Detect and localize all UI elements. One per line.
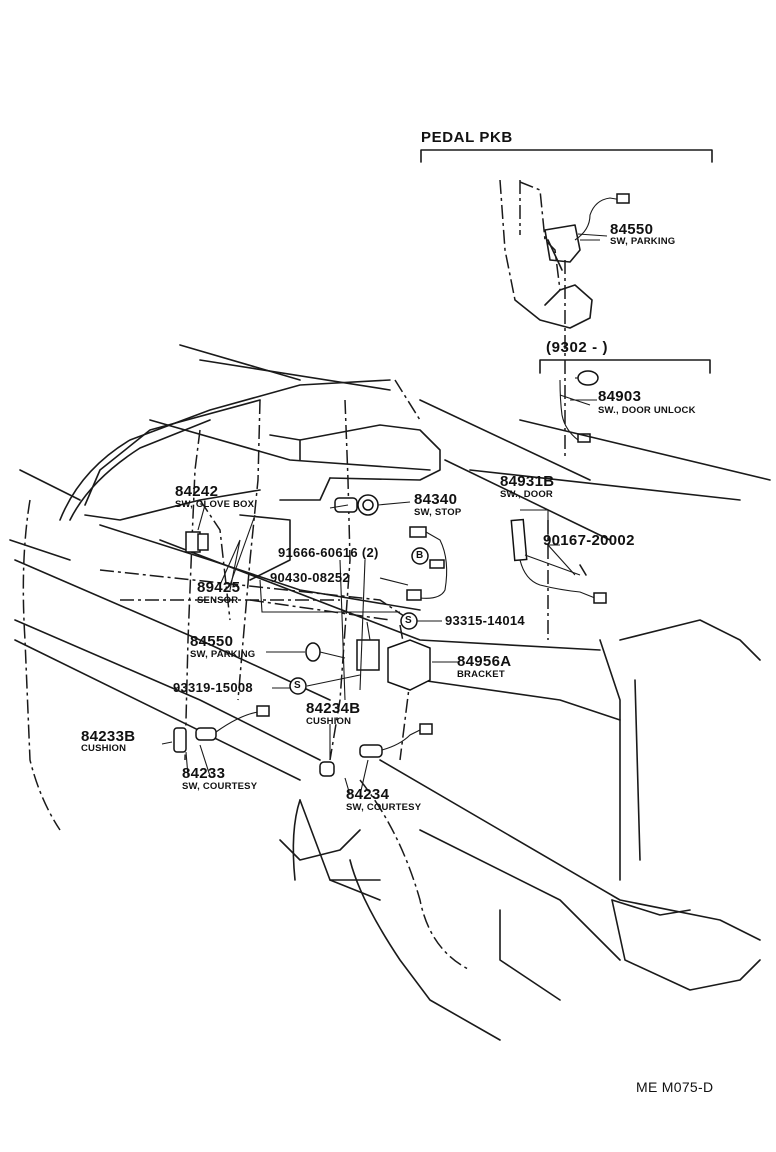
part-name: SW., DOOR xyxy=(500,489,553,500)
part-number: 93315-14014 xyxy=(445,613,525,628)
part-number: 84550 xyxy=(190,633,234,650)
symbol-s-upper xyxy=(400,612,418,630)
glove-box-switch-drawing xyxy=(185,531,209,553)
courtesy-switch-left-drawing xyxy=(173,705,270,753)
part-number: 84233B xyxy=(81,728,136,745)
courtesy-switch-right-drawing xyxy=(319,723,433,777)
part-number: 84956A xyxy=(457,653,512,670)
part-name: SW., DOOR UNLOCK xyxy=(598,405,696,416)
part-number: 91666-60616 (2) xyxy=(278,545,379,560)
part-name: SW, PARKING xyxy=(190,649,256,660)
date-range-group-bracket xyxy=(539,359,711,374)
part-name: SW, PARKING xyxy=(610,236,676,247)
pedal-pkb-header: PEDAL PKB xyxy=(421,129,513,146)
part-number: 84903 xyxy=(598,388,642,405)
part-number: 84234B xyxy=(306,700,361,717)
part-number: 89425 xyxy=(197,579,241,596)
leader-lines xyxy=(161,233,608,796)
pedal-pkb-assembly xyxy=(499,179,630,329)
part-name: CUSHION xyxy=(81,743,127,754)
part-name: SW, STOP xyxy=(414,507,462,518)
part-number: 84233 xyxy=(182,765,226,782)
symbol-b-letter: B xyxy=(416,550,424,561)
symbol-s-lower-letter: S xyxy=(294,680,301,691)
part-name: SW, COURTESY xyxy=(182,781,258,792)
date-range-header: (9302 - ) xyxy=(546,339,609,356)
parking-switch-mid-drawing xyxy=(305,642,346,662)
part-number: 84242 xyxy=(175,483,219,500)
symbol-s-lower xyxy=(289,677,307,695)
part-name: SENSOR xyxy=(197,595,239,606)
part-number: 84931B xyxy=(500,473,555,490)
door-switch-drawing xyxy=(510,518,607,604)
part-number: 90430-08252 xyxy=(270,570,350,585)
part-number: 84550 xyxy=(610,221,654,238)
part-number: 90167-20002 xyxy=(543,532,635,549)
pedal-pkb-group-bracket xyxy=(420,149,713,163)
part-number: 84234 xyxy=(346,786,390,803)
part-name: CUSHION xyxy=(306,716,352,727)
stop-switch-drawing xyxy=(329,494,379,516)
symbol-b xyxy=(411,547,429,565)
part-name: SW, COURTESY xyxy=(346,802,422,813)
part-number: 93319-15008 xyxy=(173,680,253,695)
part-name: BRACKET xyxy=(457,669,505,680)
sensor-harness-drawing xyxy=(406,526,448,601)
part-name: SW, GLOVE BOX xyxy=(175,499,255,510)
door-unlock-switch-drawing xyxy=(559,370,599,443)
symbol-s-upper-letter: S xyxy=(405,615,412,626)
part-number: 84340 xyxy=(414,491,458,508)
vehicle-body-outline xyxy=(9,180,771,1041)
bracket-drawing xyxy=(356,621,431,691)
diagram-code: ME M075-D xyxy=(636,1079,714,1095)
